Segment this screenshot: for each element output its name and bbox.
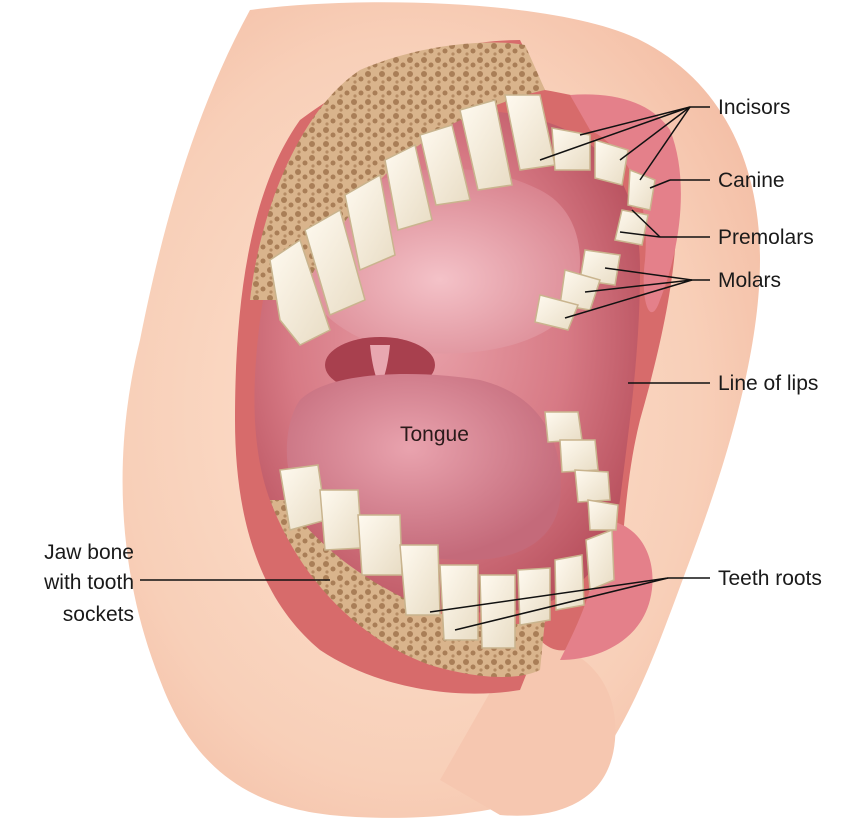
- label-jaw-bone-line2: with tooth: [44, 570, 134, 596]
- label-premolars: Premolars: [718, 225, 814, 251]
- label-jaw-bone-line3: sockets: [63, 602, 134, 628]
- label-tongue: Tongue: [400, 422, 469, 448]
- label-molars: Molars: [718, 268, 781, 294]
- label-jaw-bone-line1: Jaw bone: [44, 540, 134, 566]
- label-line-of-lips: Line of lips: [718, 371, 818, 397]
- label-teeth-roots: Teeth roots: [718, 566, 822, 592]
- label-canine: Canine: [718, 168, 785, 194]
- label-incisors: Incisors: [718, 95, 790, 121]
